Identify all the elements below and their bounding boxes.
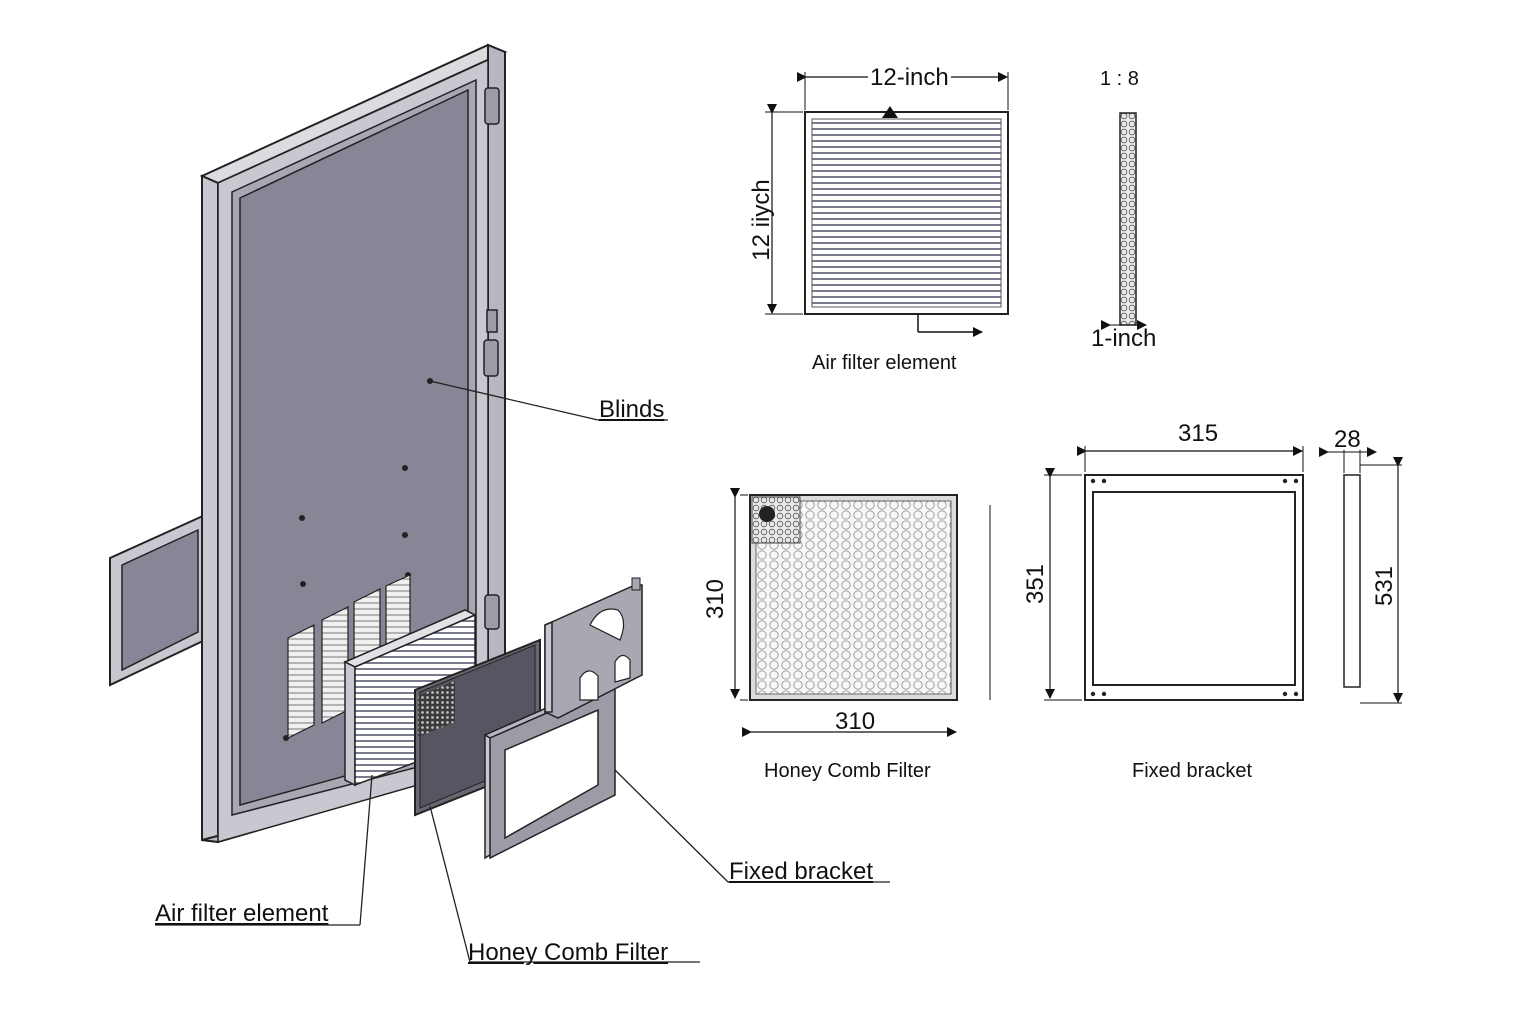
hinges <box>483 87 500 630</box>
bracket-thickness-dimension: 28 <box>1334 426 1361 453</box>
honeycomb-caption: Honey Comb Filter <box>764 760 931 782</box>
bracket-caption: Fixed bracket <box>1132 760 1253 782</box>
bracket-part <box>483 577 643 860</box>
air-filter-front-view <box>765 72 1009 337</box>
door-assembly <box>109 43 890 963</box>
callout-air-filter-element: Air filter element <box>155 900 329 927</box>
honeycomb-front-view <box>730 488 991 737</box>
bracket-width-dimension: 315 <box>1178 420 1219 447</box>
leader-lines <box>155 380 890 963</box>
callout-honeycomb-filter: Honey Comb Filter <box>468 939 669 966</box>
honeycomb-height-dimension: 310 <box>702 578 729 620</box>
air-filter-height-dimension: 12 iiych <box>748 179 775 261</box>
side-thickness-dimension: 1-inch <box>1091 325 1157 352</box>
callout-fixed-bracket: Fixed bracket <box>729 858 874 885</box>
air-filter-caption: Air filter element <box>812 352 957 374</box>
bracket-side-height-dimension: 531 <box>1371 565 1398 607</box>
air-filter-side-view <box>1101 112 1147 330</box>
bracket-height-dimension: 351 <box>1022 563 1049 605</box>
callout-blinds: Blinds <box>599 396 665 423</box>
bracket-side-view <box>1319 447 1403 704</box>
air-filter-width-dimension: 12-inch <box>868 64 951 92</box>
side-panel <box>109 513 206 687</box>
bracket-front-view <box>1044 446 1304 701</box>
honeycomb-width-dimension: 310 <box>835 708 876 735</box>
scale-label: 1 : 8 <box>1100 68 1139 90</box>
